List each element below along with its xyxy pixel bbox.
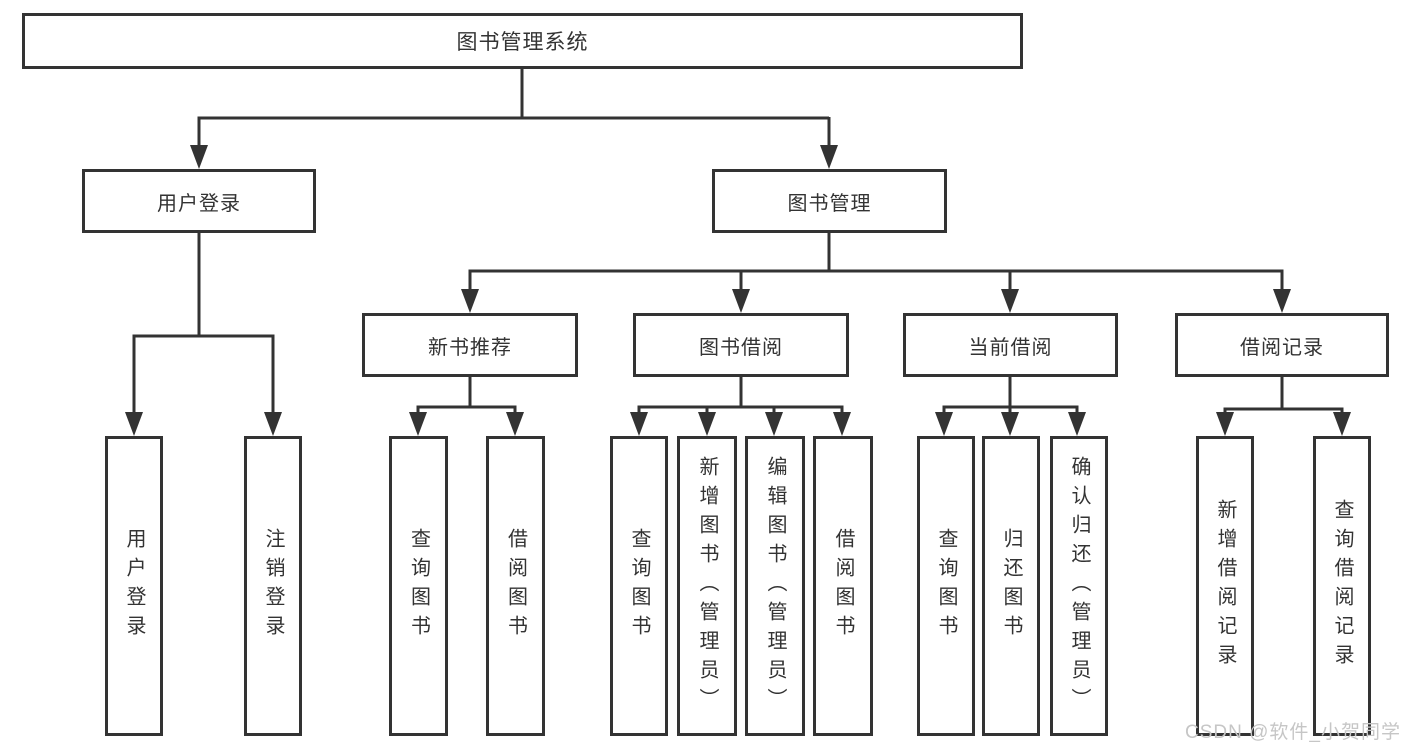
node-borrowing-records: 借阅记录 bbox=[1175, 313, 1389, 377]
node-label: 用户登录 bbox=[123, 528, 145, 644]
node-library-management-system: 图书管理系统 bbox=[22, 13, 1023, 69]
node-label: 新增图书（管理员） bbox=[696, 455, 718, 717]
node-label: 查询图书 bbox=[628, 528, 650, 644]
node-new-book-recommend: 新书推荐 bbox=[362, 313, 578, 377]
node-label: 新书推荐 bbox=[428, 336, 512, 359]
node-label: 归还图书 bbox=[1000, 528, 1022, 644]
node-label: 确认归还（管理员） bbox=[1068, 455, 1090, 717]
node-label: 借阅记录 bbox=[1240, 336, 1324, 359]
node-label: 查询借阅记录 bbox=[1331, 499, 1353, 673]
node-label: 查询图书 bbox=[407, 528, 430, 644]
node-label: 借阅图书 bbox=[504, 528, 527, 644]
leaf-borrow-books: 借阅图书 bbox=[813, 436, 873, 736]
node-label: 图书借阅 bbox=[699, 336, 783, 359]
node-label: 借阅图书 bbox=[832, 528, 854, 644]
node-label: 注销登录 bbox=[262, 528, 284, 644]
leaf-query-books: 查询图书 bbox=[610, 436, 668, 736]
node-current-borrowing: 当前借阅 bbox=[903, 313, 1118, 377]
leaf-user-login: 用户登录 bbox=[105, 436, 163, 736]
node-label: 新增借阅记录 bbox=[1214, 499, 1236, 673]
node-label: 用户登录 bbox=[157, 192, 241, 215]
csdn-watermark: CSDN @软件_小贺同学 bbox=[1185, 722, 1401, 743]
node-label: 查询图书 bbox=[935, 528, 957, 644]
node-label: 当前借阅 bbox=[968, 336, 1053, 359]
leaf-logout: 注销登录 bbox=[244, 436, 302, 736]
leaf-query-borrow-record: 查询借阅记录 bbox=[1313, 436, 1371, 736]
leaf-edit-books-admin: 编辑图书（管理员） bbox=[745, 436, 805, 736]
leaf-add-books-admin: 新增图书（管理员） bbox=[677, 436, 737, 736]
arrowheads bbox=[125, 145, 1351, 436]
node-book-management: 图书管理 bbox=[712, 169, 947, 233]
leaf-borrow-books-recommend: 借阅图书 bbox=[486, 436, 545, 736]
leaf-add-borrow-record: 新增借阅记录 bbox=[1196, 436, 1254, 736]
leaf-return-books: 归还图书 bbox=[982, 436, 1040, 736]
node-book-borrowing: 图书借阅 bbox=[633, 313, 849, 377]
node-label: 图书管理 bbox=[787, 192, 872, 215]
leaf-query-books-recommend: 查询图书 bbox=[389, 436, 448, 736]
node-user-login: 用户登录 bbox=[82, 169, 316, 233]
node-label: 图书管理系统 bbox=[456, 31, 589, 54]
node-label: 编辑图书（管理员） bbox=[764, 455, 786, 717]
leaf-confirm-return-admin: 确认归还（管理员） bbox=[1050, 436, 1108, 736]
leaf-query-books-current: 查询图书 bbox=[917, 436, 975, 736]
